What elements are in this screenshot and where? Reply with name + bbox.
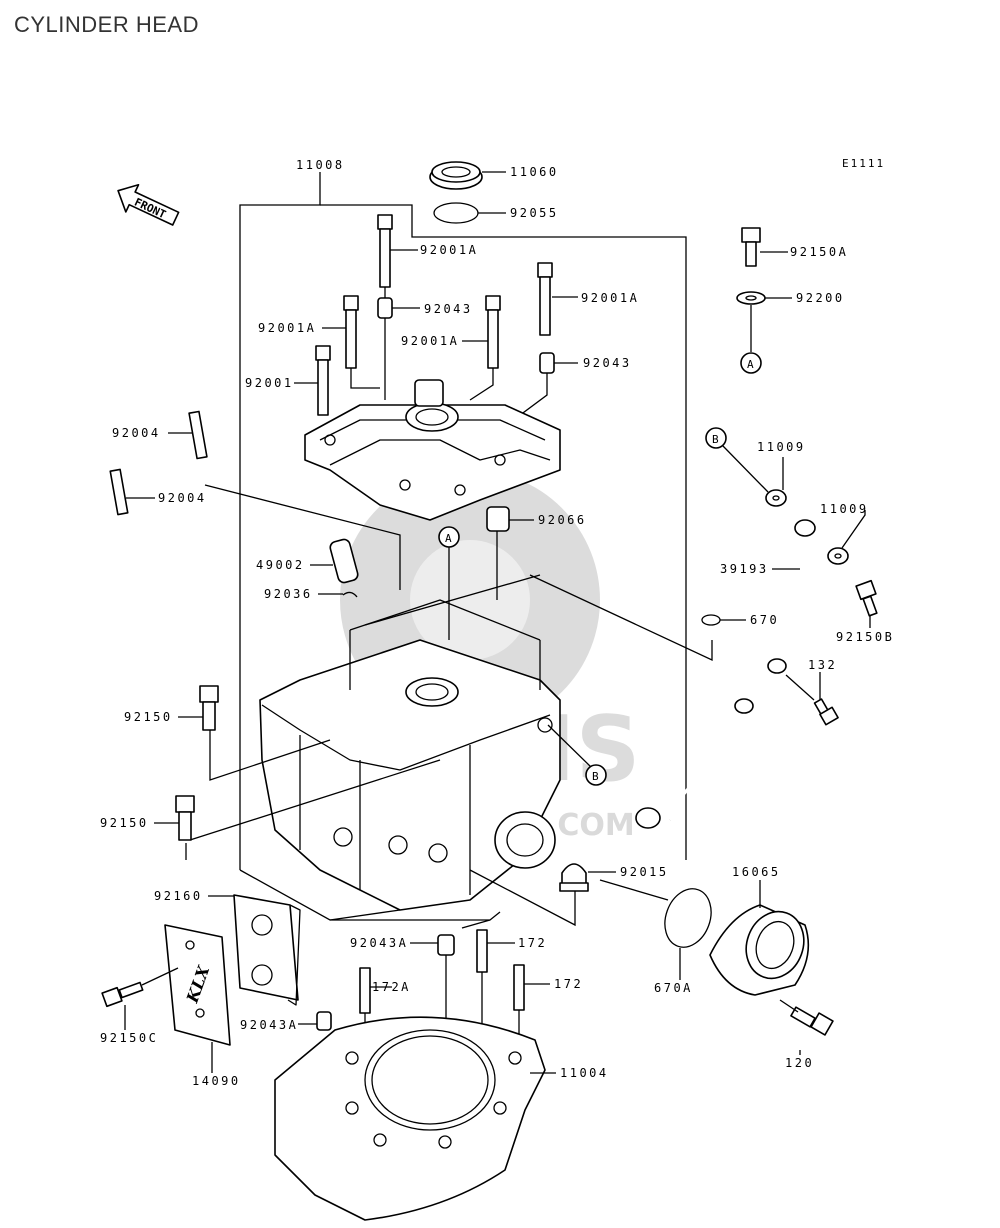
- label-11060: 11060: [510, 165, 559, 179]
- o-ring-92055: [433, 202, 506, 224]
- oil-pipe-39193: [635, 519, 816, 829]
- dowel-92043a-lower: [298, 1011, 332, 1031]
- label-92004-2: 92004: [158, 491, 207, 505]
- label-11009-2: 11009: [820, 502, 869, 516]
- o-ring-670: [701, 614, 746, 626]
- front-arrow-icon: FRONT: [117, 183, 180, 226]
- label-92150-1: 92150: [124, 710, 173, 724]
- label-11009-1: 11009: [757, 440, 806, 454]
- bolt-92150c: [101, 967, 179, 1030]
- bolt-92001a-right: [537, 262, 578, 336]
- label-92160: 92160: [154, 889, 203, 903]
- stud-92004-lower: [109, 468, 155, 516]
- callout-b-head: B: [547, 724, 607, 786]
- label-92001: 92001: [245, 376, 294, 390]
- bolt-92001a-center: [462, 295, 501, 401]
- label-172a: 172A: [372, 980, 411, 994]
- bolt-120: [779, 999, 834, 1055]
- gasket-11004: [274, 1016, 556, 1221]
- bolt-132: [785, 672, 839, 726]
- label-11004: 11004: [560, 1066, 609, 1080]
- label-92043-2: 92043: [583, 356, 632, 370]
- label-172-1: 172: [518, 936, 547, 950]
- bolt-92150-upper: [178, 685, 219, 731]
- page-title: CYLINDER HEAD: [14, 12, 199, 37]
- dowel-92043-top: [377, 297, 420, 319]
- callout-b-right: B: [705, 427, 769, 493]
- label-92001a-1: 92001A: [420, 243, 478, 257]
- washer-11009-lower: [827, 510, 866, 565]
- label-92055: 92055: [510, 206, 559, 220]
- svg-text:A: A: [747, 358, 754, 371]
- intake-holder-16065: [709, 880, 810, 996]
- pipe-49002: [310, 538, 359, 584]
- svg-text:B: B: [592, 770, 599, 783]
- svg-text:B: B: [712, 433, 719, 446]
- label-92150b: 92150B: [836, 630, 894, 644]
- stud-92004-upper: [168, 410, 401, 590]
- label-92150-2: 92150: [100, 816, 149, 830]
- label-92043-1: 92043: [424, 302, 473, 316]
- guide-92066: [486, 506, 534, 600]
- clip-92036: [318, 591, 358, 598]
- camshaft-cap: [304, 379, 561, 521]
- dowel-92043a-upper: [410, 934, 455, 1030]
- bolt-92001: [294, 345, 331, 416]
- o-ring-670a: [599, 879, 712, 980]
- washer-11009-upper: [765, 457, 787, 507]
- label-670a: 670A: [654, 981, 693, 995]
- label-92036: 92036: [264, 587, 313, 601]
- label-39193: 39193: [720, 562, 769, 576]
- label-132: 132: [808, 658, 837, 672]
- label-92001a-2: 92001A: [581, 291, 639, 305]
- label-92150a: 92150A: [790, 245, 848, 259]
- label-92004-1: 92004: [112, 426, 161, 440]
- callout-a-head: A: [438, 526, 460, 640]
- callout-a-right: A: [740, 352, 762, 374]
- cap-nut-92015: [559, 863, 616, 892]
- cover-14090: KLX: [164, 924, 231, 1073]
- label-92001a-4: 92001A: [401, 334, 459, 348]
- bolt-92150b: [855, 579, 878, 628]
- label-16065: 16065: [732, 865, 781, 879]
- label-92150c: 92150C: [100, 1031, 158, 1045]
- label-120: 120: [785, 1056, 814, 1070]
- bolt-92001a-left: [322, 295, 380, 389]
- label-92043a-2: 92043A: [240, 1018, 298, 1032]
- label-49002: 49002: [256, 558, 305, 572]
- label-92066: 92066: [538, 513, 587, 527]
- label-92200: 92200: [796, 291, 845, 305]
- relation-lines: [185, 574, 713, 929]
- cover-92160: [208, 894, 301, 1006]
- washer-92200: [736, 291, 792, 352]
- bracket-11008: [239, 172, 687, 921]
- label-92001a-3: 92001A: [258, 321, 316, 335]
- cylinder-head: [259, 599, 561, 911]
- label-670: 670: [750, 613, 779, 627]
- label-14090: 14090: [192, 1074, 241, 1088]
- part-labels: 11008 11060 92055 92001A 92043 92001A 92…: [100, 158, 894, 1088]
- label-92015: 92015: [620, 865, 669, 879]
- svg-text:A: A: [445, 532, 452, 545]
- label-172-2: 172: [554, 977, 583, 991]
- bolt-92150a: [741, 227, 788, 267]
- oil-seal-11060: [429, 161, 506, 190]
- bolt-92150-lower: [154, 795, 195, 841]
- label-11008: 11008: [296, 158, 345, 172]
- diagram-code: E1111: [842, 157, 886, 170]
- label-92043a-1: 92043A: [350, 936, 408, 950]
